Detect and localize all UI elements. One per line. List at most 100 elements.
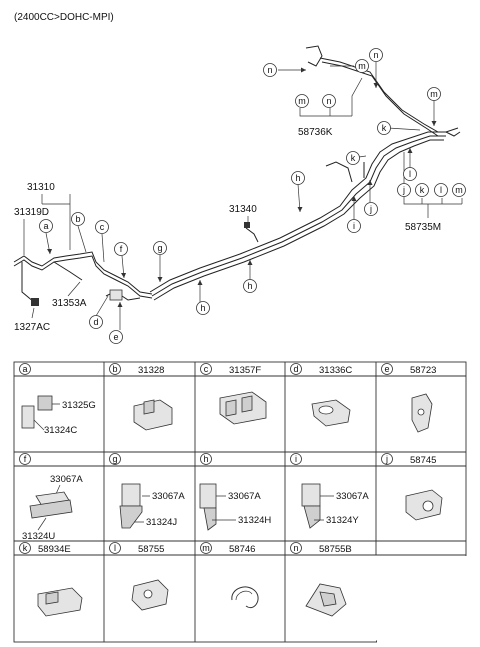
- svg-text:f: f: [24, 454, 27, 464]
- svg-text:31336C: 31336C: [319, 365, 352, 376]
- svg-text:31328: 31328: [138, 365, 164, 376]
- svg-text:h: h: [203, 454, 208, 464]
- svg-text:l: l: [114, 543, 116, 553]
- grommet-58746-icon: [231, 586, 259, 608]
- callout-k-1: k: [346, 151, 360, 165]
- svg-text:c: c: [204, 364, 209, 374]
- svg-text:i: i: [295, 454, 297, 464]
- svg-text:n: n: [326, 96, 331, 106]
- callout-j: j: [364, 202, 378, 216]
- callout-f: f: [114, 242, 128, 256]
- cell-a-header: a: [19, 363, 31, 375]
- cell-g-label-1: 33067A: [152, 491, 185, 502]
- svg-text:58755: 58755: [138, 544, 164, 555]
- svg-text:31357F: 31357F: [229, 365, 261, 376]
- cell-l-header: l 58755: [109, 542, 164, 555]
- callout-h-2: h: [243, 279, 257, 293]
- part-31353A: 31353A: [52, 298, 87, 309]
- callout-b: b: [71, 212, 85, 226]
- cell-f-label-1: 33067A: [50, 474, 83, 485]
- clip-58755B-icon: [305, 583, 347, 617]
- bracket-58723-icon: [411, 393, 433, 433]
- clip-33067A-31324U-icon: 33067A 31324U: [22, 474, 83, 542]
- svg-text:m: m: [298, 96, 306, 106]
- svg-text:k: k: [23, 543, 28, 553]
- callout-n-2: n: [369, 48, 383, 62]
- cell-i-label-1: 33067A: [336, 491, 369, 502]
- svg-text:h: h: [295, 173, 300, 183]
- callout-i: i: [347, 219, 361, 233]
- svg-text:j: j: [402, 185, 405, 195]
- svg-text:h: h: [247, 281, 252, 291]
- part-58735M: 58735M: [405, 222, 441, 233]
- callout-k-2: k: [377, 121, 391, 135]
- callout-n-1: n: [263, 63, 277, 77]
- svg-text:e: e: [113, 332, 118, 342]
- svg-text:j: j: [369, 204, 372, 214]
- svg-text:b: b: [75, 214, 80, 224]
- callout-l-2: l: [434, 183, 448, 197]
- part-31310: 31310: [27, 182, 55, 193]
- svg-text:g: g: [112, 454, 117, 464]
- svg-text:58723: 58723: [410, 365, 436, 376]
- clip-58755-icon: [131, 579, 169, 611]
- part-leaders: [23, 77, 463, 319]
- clamp-31336C-icon: [311, 399, 351, 427]
- svg-text:l: l: [440, 185, 442, 195]
- callout-d: d: [89, 315, 103, 329]
- callout-n-3: n: [322, 94, 336, 108]
- callout-m-1: m: [427, 87, 441, 101]
- svg-text:58755B: 58755B: [319, 544, 352, 555]
- cell-a-label-2: 31324C: [44, 425, 77, 436]
- svg-text:l: l: [409, 169, 411, 179]
- callout-leaders: [45, 62, 435, 330]
- svg-text:c: c: [100, 222, 105, 232]
- clip-31325G-31324C-icon: 31325G 31324C: [21, 395, 96, 436]
- svg-text:a: a: [43, 221, 48, 231]
- part-58736K: 58736K: [298, 127, 333, 138]
- svg-text:g: g: [157, 243, 162, 253]
- clip-58934E-icon: [37, 587, 83, 617]
- connector-icon: [244, 222, 250, 228]
- callout-k-3: k: [415, 183, 429, 197]
- cell-i-header: i: [290, 453, 302, 465]
- svg-text:e: e: [384, 364, 389, 374]
- part-31340: 31340: [229, 204, 257, 215]
- svg-text:i: i: [353, 221, 355, 231]
- cell-h-label-2: 31324H: [238, 515, 271, 526]
- clip-icon: [109, 289, 123, 301]
- svg-text:k: k: [420, 185, 425, 195]
- svg-text:j: j: [385, 454, 388, 464]
- cell-g-header: g: [109, 453, 121, 465]
- svg-text:m: m: [455, 185, 463, 195]
- svg-text:d: d: [93, 317, 98, 327]
- callout-l: l: [403, 167, 417, 181]
- svg-text:d: d: [293, 364, 298, 374]
- callout-h-3: h: [291, 171, 305, 185]
- cell-h-header: h: [200, 453, 212, 465]
- callout-m-2: m: [355, 59, 369, 73]
- callout-a: a: [39, 219, 53, 233]
- clip-58745-icon: [405, 489, 443, 521]
- cell-a-label-1: 31325G: [62, 400, 96, 411]
- svg-text:m: m: [358, 61, 366, 71]
- clip-33067A-31324Y-icon: 33067A 31324Y: [301, 483, 369, 529]
- part-1327AC: 1327AC: [14, 322, 50, 333]
- svg-text:n: n: [293, 543, 298, 553]
- svg-text:m: m: [202, 543, 210, 553]
- svg-text:k: k: [382, 123, 387, 133]
- cell-g-label-2: 31324J: [146, 517, 177, 528]
- callout-e: e: [109, 330, 123, 344]
- brake-pipe-routing: [13, 45, 461, 303]
- svg-text:h: h: [200, 303, 205, 313]
- cell-h-label-1: 33067A: [228, 491, 261, 502]
- svg-text:n: n: [267, 65, 272, 75]
- svg-text:a: a: [22, 364, 27, 374]
- svg-text:m: m: [430, 89, 438, 99]
- cell-f-header: f: [19, 453, 31, 465]
- callout-circles: a b c d e f g h h h i j k k l m m n n m …: [39, 48, 466, 344]
